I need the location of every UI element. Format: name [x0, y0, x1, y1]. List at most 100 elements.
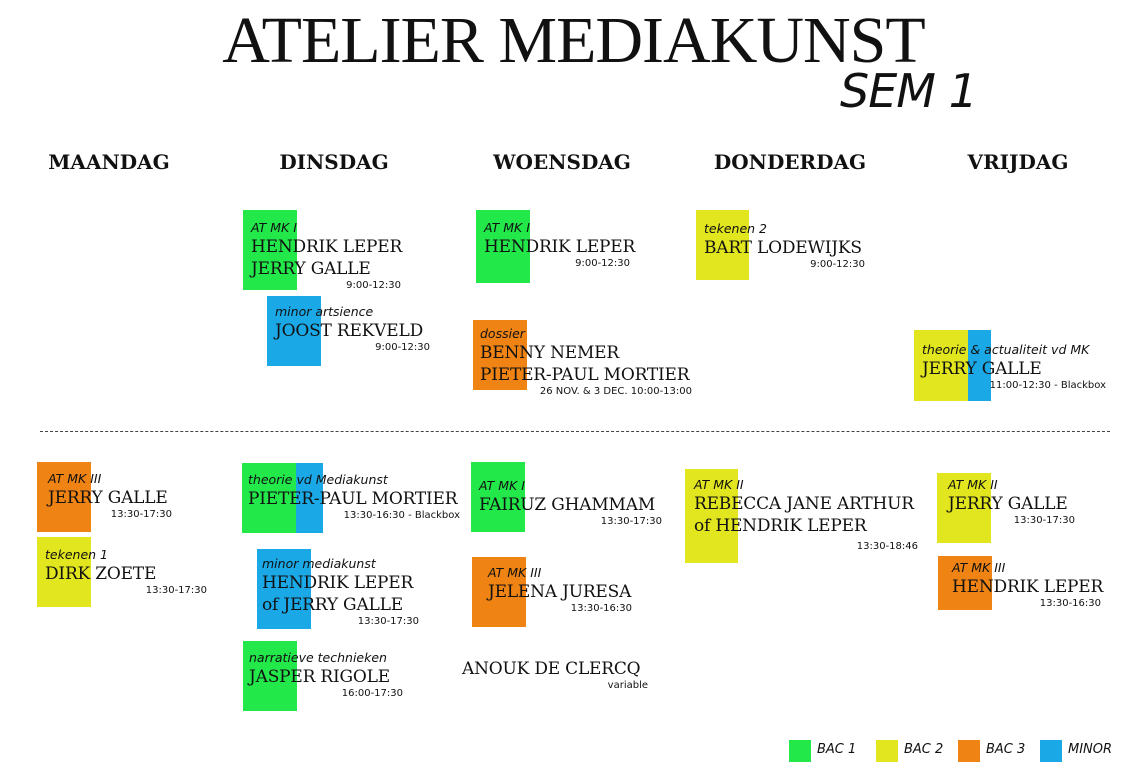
- bac3-marker: [37, 462, 91, 532]
- schedule-block-tue-atmk1-morning: AT MK I HENDRIK LEPER JERRY GALLE 9:00-1…: [243, 210, 413, 292]
- teacher-name: HENDRIK LEPER: [484, 237, 636, 257]
- block-text: AT MK I HENDRIK LEPER JERRY GALLE 9:00-1…: [251, 220, 402, 292]
- course-name: minor mediakunst: [262, 556, 376, 571]
- legend-swatch: [876, 740, 898, 762]
- schedule-block-tue-minor-mediakunst: minor mediakunst HENDRIK LEPER of JERRY …: [257, 549, 422, 629]
- block-text: AT MK III HENDRIK LEPER 13:30-16:30: [952, 560, 1104, 610]
- block-text: narratieve technieken JASPER RIGOLE 16:0…: [249, 650, 403, 700]
- time-slot: 13:30-18:46: [856, 541, 918, 552]
- teacher-name: FAIRUZ GHAMMAM: [479, 495, 656, 515]
- day-header-friday: VRIJDAG: [967, 150, 1069, 174]
- time-slot: 13:30-17:30: [110, 509, 172, 520]
- course-name: AT MK I: [484, 220, 530, 235]
- block-text: ANOUK DE CLERCQ variable: [462, 658, 648, 692]
- teacher-name: JERRY GALLE: [922, 359, 1042, 379]
- course-name: theorie vd Mediakunst: [248, 472, 388, 487]
- teacher-name: HENDRIK LEPER: [262, 573, 414, 593]
- legend-swatch: [1040, 740, 1062, 762]
- block-text: tekenen 1 DIRK ZOETE 13:30-17:30: [45, 547, 207, 597]
- teacher-name: of HENDRIK LEPER: [694, 516, 867, 536]
- schedule-block-mon-atmk3: AT MK III JERRY GALLE 13:30-17:30: [37, 462, 177, 532]
- day-header-wednesday: WOENSDAG: [493, 150, 631, 174]
- minor-marker: [257, 549, 311, 629]
- time-slot: 9:00-12:30: [346, 280, 401, 291]
- block-text: minor artsience JOOST REKVELD 9:00-12:30: [275, 304, 430, 354]
- morning-afternoon-divider: [40, 431, 1110, 432]
- legend-label: BAC 2: [904, 742, 944, 757]
- teacher-name: PIETER-PAUL MORTIER: [248, 489, 458, 509]
- time-slot: 13:30-16:30: [570, 603, 632, 614]
- course-name: tekenen 2: [704, 221, 767, 236]
- course-name: theorie & actualiteit vd MK: [922, 342, 1090, 357]
- schedule-block-fri-atmk3: AT MK III HENDRIK LEPER 13:30-16:30: [938, 556, 1103, 610]
- course-name: AT MK I: [251, 220, 297, 235]
- schedule-block-fri-atmk2: AT MK II JERRY GALLE 13:30-17:30: [937, 473, 1077, 543]
- teacher-name: HENDRIK LEPER: [952, 577, 1104, 597]
- block-text: AT MK II REBECCA JANE ARTHUR of HENDRIK …: [694, 477, 918, 553]
- schedule-block-tue-narratieve-technieken: narratieve technieken JASPER RIGOLE 16:0…: [243, 641, 403, 711]
- teacher-name: BART LODEWIJKS: [704, 238, 862, 258]
- bac1-marker: [242, 463, 296, 533]
- block-text: dossier BENNY NEMER PIETER-PAUL MORTIER …: [480, 326, 692, 398]
- time-slot: 26 NOV. & 3 DEC. 10:00-13:00: [539, 386, 692, 397]
- block-text: AT MK I HENDRIK LEPER 9:00-12:30: [484, 220, 636, 270]
- course-name: AT MK II: [948, 477, 998, 492]
- time-slot: 9:00-12:30: [575, 258, 630, 269]
- teacher-name: REBECCA JANE ARTHUR: [694, 494, 914, 514]
- course-name: minor artsience: [275, 304, 374, 319]
- time-slot: 13:30-16:30: [1039, 598, 1101, 609]
- course-name: AT MK III: [488, 565, 542, 580]
- time-slot: 11:00-12:30 - Blackbox: [989, 380, 1106, 391]
- day-header-thursday: DONDERDAG: [713, 150, 867, 174]
- bac1-marker: [476, 210, 530, 283]
- legend-label: MINOR: [1068, 742, 1113, 757]
- block-text: AT MK I FAIRUZ GHAMMAM 13:30-17:30: [479, 478, 662, 528]
- time-slot: 13:30-16:30 - Blackbox: [343, 510, 460, 521]
- teacher-name: JERRY GALLE: [251, 259, 371, 279]
- time-slot: 9:00-12:30: [375, 342, 430, 353]
- block-text: tekenen 2 BART LODEWIJKS 9:00-12:30: [704, 221, 865, 271]
- time-slot: 16:00-17:30: [341, 688, 403, 699]
- schedule-block-wed-anouk: ANOUK DE CLERCQ variable: [462, 658, 652, 694]
- bac3-marker: [938, 556, 992, 610]
- minor-marker: [267, 296, 321, 366]
- schedule-block-tue-theorie-mediakunst: theorie vd Mediakunst PIETER-PAUL MORTIE…: [242, 463, 462, 533]
- course-name: AT MK III: [48, 471, 102, 486]
- time-slot: 13:30-17:30: [1013, 515, 1075, 526]
- course-name: AT MK I: [479, 478, 525, 493]
- legend-swatch: [958, 740, 980, 762]
- schedule-block-thu-atmk2: AT MK II REBECCA JANE ARTHUR of HENDRIK …: [685, 469, 920, 563]
- teacher-name: DIRK ZOETE: [45, 564, 157, 584]
- block-text: AT MK III JELENA JURESA 13:30-16:30: [488, 565, 632, 615]
- time-slot: 9:00-12:30: [810, 259, 865, 270]
- block-text: minor mediakunst HENDRIK LEPER of JERRY …: [262, 556, 419, 628]
- schedule-block-tue-minor-artsience: minor artsience JOOST REKVELD 9:00-12:30: [267, 296, 432, 366]
- bac3-marker: [473, 320, 527, 390]
- teacher-name: PIETER-PAUL MORTIER: [480, 365, 690, 385]
- time-slot: variable: [607, 680, 648, 691]
- teacher-name: JELENA JURESA: [488, 582, 632, 602]
- bac2-marker: [914, 330, 968, 401]
- block-text: theorie vd Mediakunst PIETER-PAUL MORTIE…: [248, 472, 460, 522]
- page-subtitle: SEM 1: [840, 64, 978, 118]
- schedule-block-wed-atmk3: AT MK III JELENA JURESA 13:30-16:30: [472, 557, 634, 627]
- teacher-name: of JERRY GALLE: [262, 595, 403, 615]
- bac2-marker: [937, 473, 991, 543]
- teacher-name: BENNY NEMER: [480, 343, 619, 363]
- time-slot: 13:30-17:30: [145, 585, 207, 596]
- course-name: AT MK III: [952, 560, 1006, 575]
- schedule-block-thu-tekenen2: tekenen 2 BART LODEWIJKS 9:00-12:30: [696, 210, 871, 280]
- teacher-name: JASPER RIGOLE: [249, 667, 390, 687]
- schedule-block-mon-tekenen1: tekenen 1 DIRK ZOETE 13:30-17:30: [37, 537, 212, 607]
- course-name: AT MK II: [694, 477, 744, 492]
- schedule-block-wed-atmk1-morning: AT MK I HENDRIK LEPER 9:00-12:30: [476, 210, 636, 283]
- block-text: AT MK III JERRY GALLE 13:30-17:30: [48, 471, 172, 521]
- course-name: narratieve technieken: [249, 650, 387, 665]
- day-header-monday: MAANDAG: [48, 150, 170, 174]
- bac2-marker: [696, 210, 749, 280]
- page-title: ATELIER MEDIAKUNST: [222, 4, 925, 77]
- teacher-name: JERRY GALLE: [48, 488, 168, 508]
- minor-marker: [296, 463, 323, 533]
- schedule-block-wed-dossier: dossier BENNY NEMER PIETER-PAUL MORTIER …: [473, 320, 698, 397]
- course-name: dossier: [480, 326, 525, 341]
